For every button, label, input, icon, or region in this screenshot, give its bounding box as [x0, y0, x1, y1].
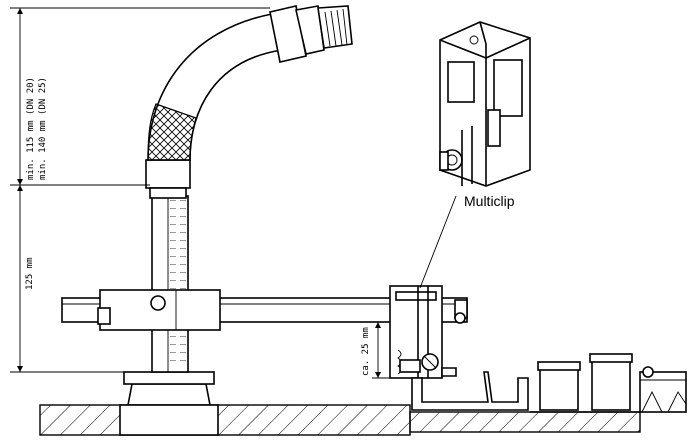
coupling-nut — [145, 159, 191, 199]
dim-label-min-115: min. 115 mm (DN 20) — [26, 77, 36, 180]
multiclip-detail — [439, 21, 531, 187]
flexible-hose — [147, 13, 284, 161]
vertical-pipe — [151, 195, 189, 373]
floor-screed — [39, 404, 641, 436]
multiclip-label: Multiclip — [464, 193, 515, 209]
base-foot — [119, 371, 219, 436]
threaded-fitting — [269, 5, 353, 63]
dim-label-ca25: ca. 25 mm — [361, 327, 371, 376]
floor-clips — [411, 353, 687, 413]
dim-label-125: 125 mm — [25, 257, 35, 290]
multiclip-mounted — [389, 285, 457, 379]
leader-line — [419, 195, 457, 289]
pipe-clamp — [97, 289, 221, 331]
dimension-lines — [10, 7, 270, 373]
dimension-25mm — [372, 321, 410, 379]
dim-label-min-140: min. 140 mm (DN 25) — [38, 77, 48, 180]
